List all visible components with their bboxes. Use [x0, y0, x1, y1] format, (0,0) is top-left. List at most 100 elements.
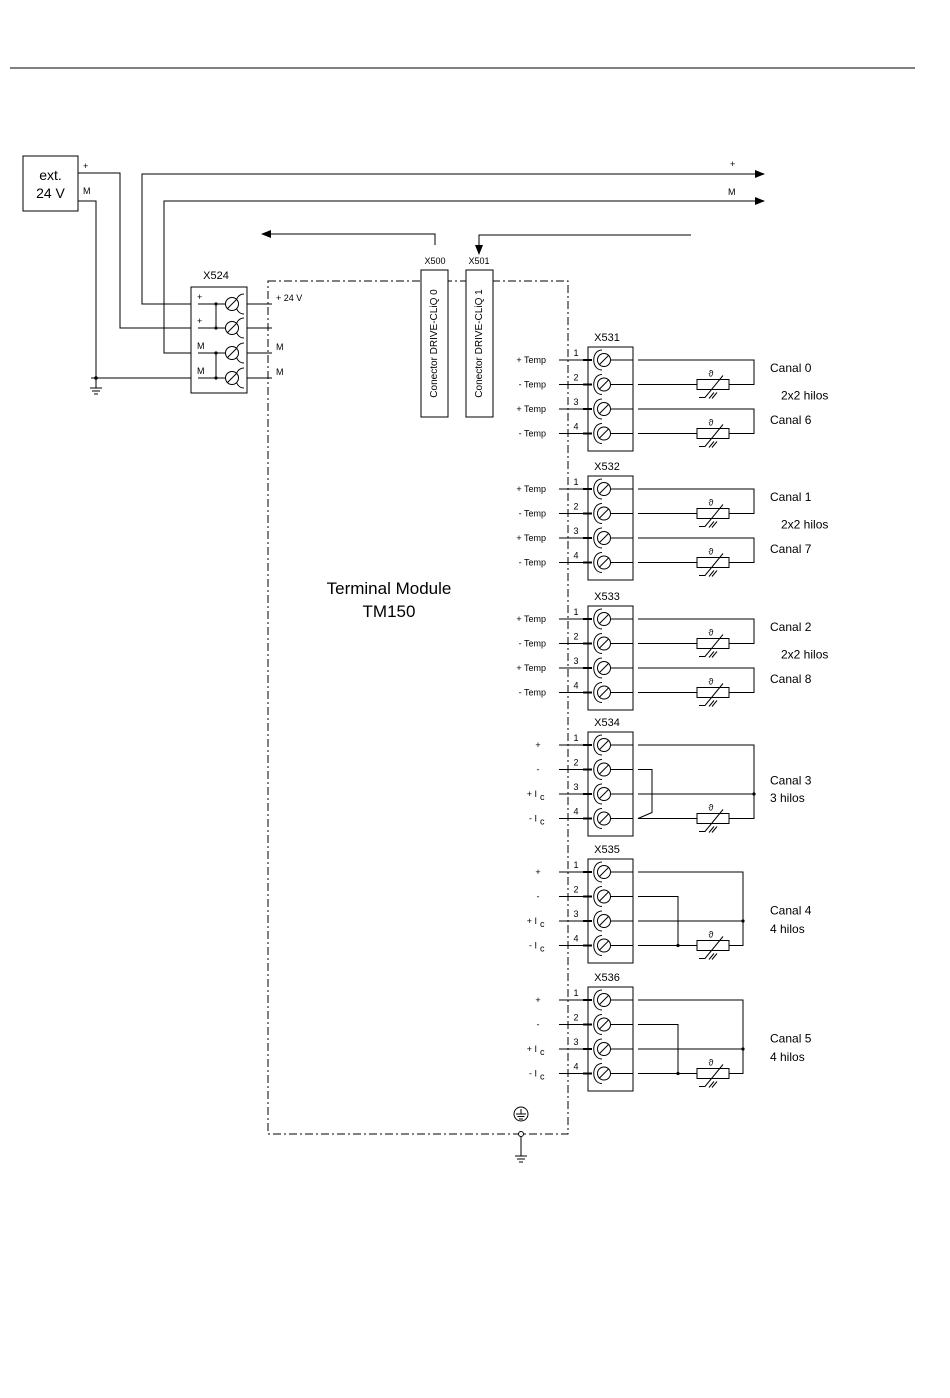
- temperature-sensor: ϑ: [696, 930, 730, 960]
- pin-number: 2: [573, 502, 578, 512]
- channel-label: Canal 0: [770, 361, 812, 375]
- signal-label: + I: [527, 916, 537, 926]
- signal-label: - Temp: [519, 380, 546, 390]
- signal-label: +: [535, 995, 540, 1005]
- pin-number: 4: [573, 551, 578, 561]
- pin-number: 4: [573, 1062, 578, 1072]
- current-subscript: c: [540, 919, 545, 929]
- temperature-sensor: ϑ: [696, 547, 730, 577]
- sensor-symbol-label: ϑ: [709, 369, 714, 379]
- supply-plus-label: +: [83, 161, 88, 171]
- x524-pin-label: +: [197, 316, 202, 326]
- x524-out-24v: + 24 V: [276, 293, 302, 303]
- wiring-type-label: 2x2 hilos: [781, 389, 828, 403]
- wiring-type-label: 4 hilos: [770, 1050, 805, 1064]
- module-title-line1: Terminal Module: [327, 579, 452, 598]
- sensor-symbol-label: ϑ: [709, 803, 714, 813]
- protective-earth: [513, 1106, 529, 1163]
- channel-label: Canal 5: [770, 1032, 812, 1046]
- drivecliq-connectors: X500 Conector DRIVE-CLiQ 0 X501 Conector…: [261, 230, 691, 418]
- signal-label: -: [537, 765, 540, 775]
- pin-number: 1: [573, 733, 578, 743]
- signal-label: + Temp: [516, 484, 546, 494]
- signal-label: +: [535, 740, 540, 750]
- temperature-sensor: ϑ: [696, 369, 730, 399]
- wiring-type-label: 2x2 hilos: [781, 518, 828, 532]
- x501-box: [465, 269, 494, 418]
- sensor-symbol-label: ϑ: [709, 547, 714, 557]
- pin-number: 4: [573, 681, 578, 691]
- pin-number: 3: [573, 782, 578, 792]
- connector-name: X536: [594, 972, 620, 984]
- supply-label-line2: 24 V: [36, 185, 65, 201]
- connector-name: X535: [594, 844, 620, 856]
- temperature-sensor: ϑ: [696, 418, 730, 448]
- supply-label-line1: ext.: [39, 167, 62, 183]
- signal-label: - I: [529, 814, 537, 824]
- pin-number: 4: [573, 807, 578, 817]
- pin-number: 2: [573, 632, 578, 642]
- external-24v-supply: ext. 24 V + M: [22, 155, 91, 212]
- pin-number: 4: [573, 934, 578, 944]
- pin-number: 2: [573, 1013, 578, 1023]
- pin-number: 3: [573, 656, 578, 666]
- supply-bus: + M: [141, 159, 765, 354]
- bus-minus-label: M: [728, 187, 736, 197]
- signal-label: +: [535, 867, 540, 877]
- signal-label: - Temp: [519, 429, 546, 439]
- x524-out-m1: M: [276, 342, 284, 352]
- signal-label: - Temp: [519, 639, 546, 649]
- supply-minus-label: M: [83, 186, 91, 196]
- channel-label: Canal 1: [770, 490, 812, 504]
- signal-label: + Temp: [516, 663, 546, 673]
- x524-pin-label: +: [197, 292, 202, 302]
- sensor-symbol-label: ϑ: [709, 498, 714, 508]
- signal-label: - Temp: [519, 509, 546, 519]
- connector-name: X532: [594, 461, 620, 473]
- signal-label: + Temp: [516, 614, 546, 624]
- x524-pin-label: M: [197, 366, 205, 376]
- signal-label: + Temp: [516, 404, 546, 414]
- current-subscript: c: [540, 944, 545, 954]
- pin-number: 1: [573, 988, 578, 998]
- x500-name: X500: [424, 256, 445, 266]
- pin-number: 1: [573, 348, 578, 358]
- connector-name: X533: [594, 591, 620, 603]
- x501-label: Conector DRIVE-CLiQ 1: [474, 289, 485, 398]
- wiring-type-label: 2x2 hilos: [781, 648, 828, 662]
- signal-label: + Temp: [516, 533, 546, 543]
- temperature-sensor: ϑ: [696, 498, 730, 528]
- channel-label: Canal 3: [770, 774, 812, 788]
- channel-label: Canal 2: [770, 620, 812, 634]
- sensor-symbol-label: ϑ: [709, 418, 714, 428]
- connector-name: X531: [594, 332, 620, 344]
- temperature-sensor: ϑ: [696, 1058, 730, 1088]
- x524-out-m2: M: [276, 367, 284, 377]
- pin-number: 2: [573, 758, 578, 768]
- x524-name: X524: [203, 270, 229, 282]
- channel-label: Canal 4: [770, 904, 812, 918]
- x500-box: [420, 269, 449, 418]
- module-title-line2: TM150: [363, 602, 416, 621]
- wiring-type-label: 4 hilos: [770, 922, 805, 936]
- signal-label: -: [537, 892, 540, 902]
- current-subscript: c: [540, 1072, 545, 1082]
- supply-wiring: [78, 172, 198, 395]
- signal-label: - Temp: [519, 558, 546, 568]
- bus-plus-label: +: [730, 159, 735, 169]
- channel-label: Canal 7: [770, 542, 812, 556]
- current-subscript: c: [540, 817, 545, 827]
- pin-number: 2: [573, 885, 578, 895]
- current-subscript: c: [540, 792, 545, 802]
- x524-connector: X524 + + M M + 24 V M M: [190, 270, 302, 394]
- pin-number: 1: [573, 607, 578, 617]
- pin-number: 3: [573, 909, 578, 919]
- signal-label: + I: [527, 1044, 537, 1054]
- x524-pin-label: M: [197, 341, 205, 351]
- temperature-sensor: ϑ: [696, 803, 730, 833]
